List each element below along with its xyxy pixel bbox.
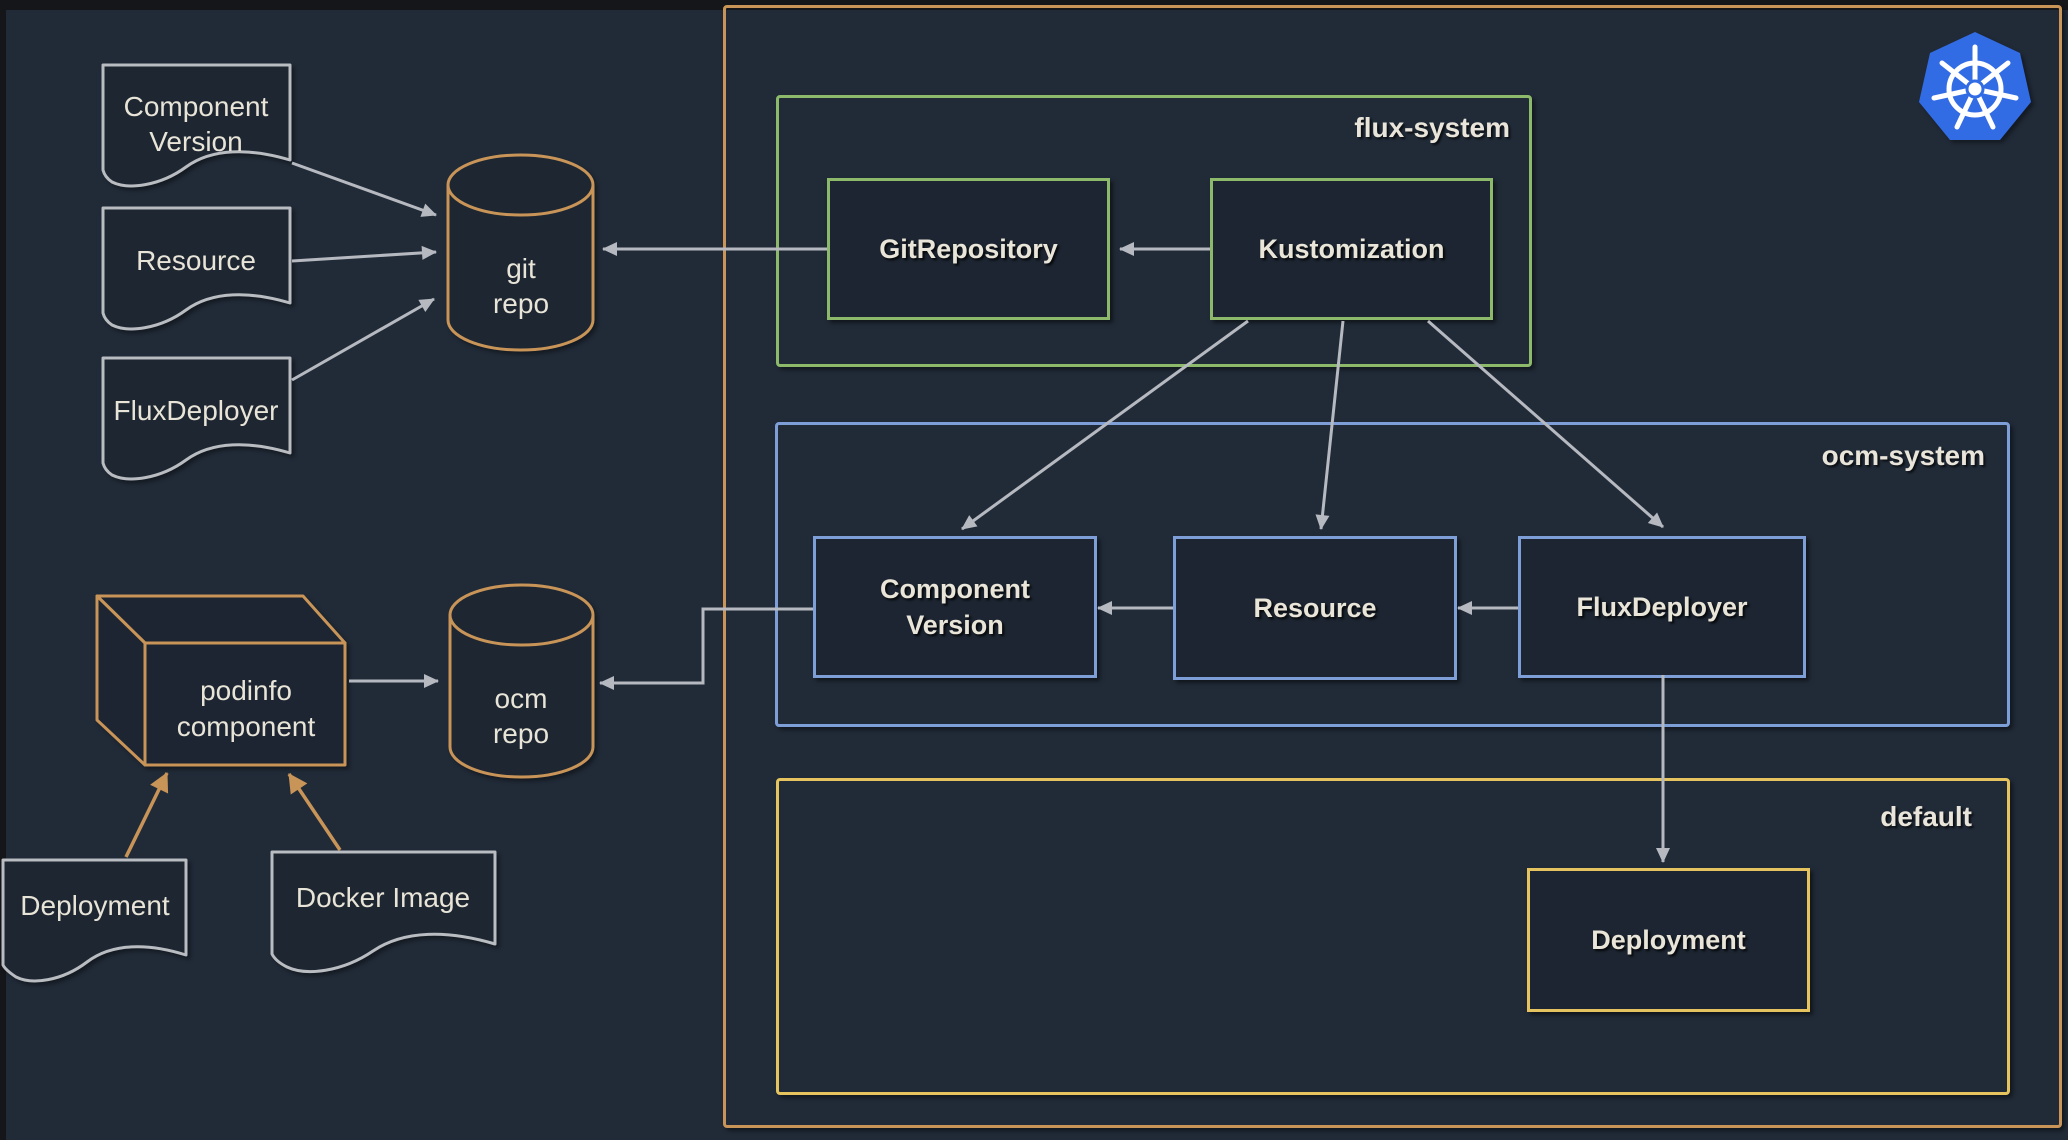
namespace-default: default: [776, 778, 2010, 1095]
node-fluxdeployer: FluxDeployer: [1518, 536, 1806, 678]
cluster-container: [723, 5, 2062, 1128]
namespace-ocm-system: ocm-system: [775, 422, 2010, 727]
node-component-version: Component Version: [813, 536, 1097, 678]
namespace-label-ocm-system: ocm-system: [1821, 440, 1985, 471]
node-resource: Resource: [1173, 536, 1457, 680]
node-deployment: Deployment: [1527, 868, 1810, 1012]
node-kustomization: Kustomization: [1210, 178, 1493, 320]
namespace-label-flux-system: flux-system: [1354, 112, 1510, 143]
node-gitrepository: GitRepository: [827, 178, 1110, 320]
namespace-label-default: default: [1880, 801, 1972, 832]
